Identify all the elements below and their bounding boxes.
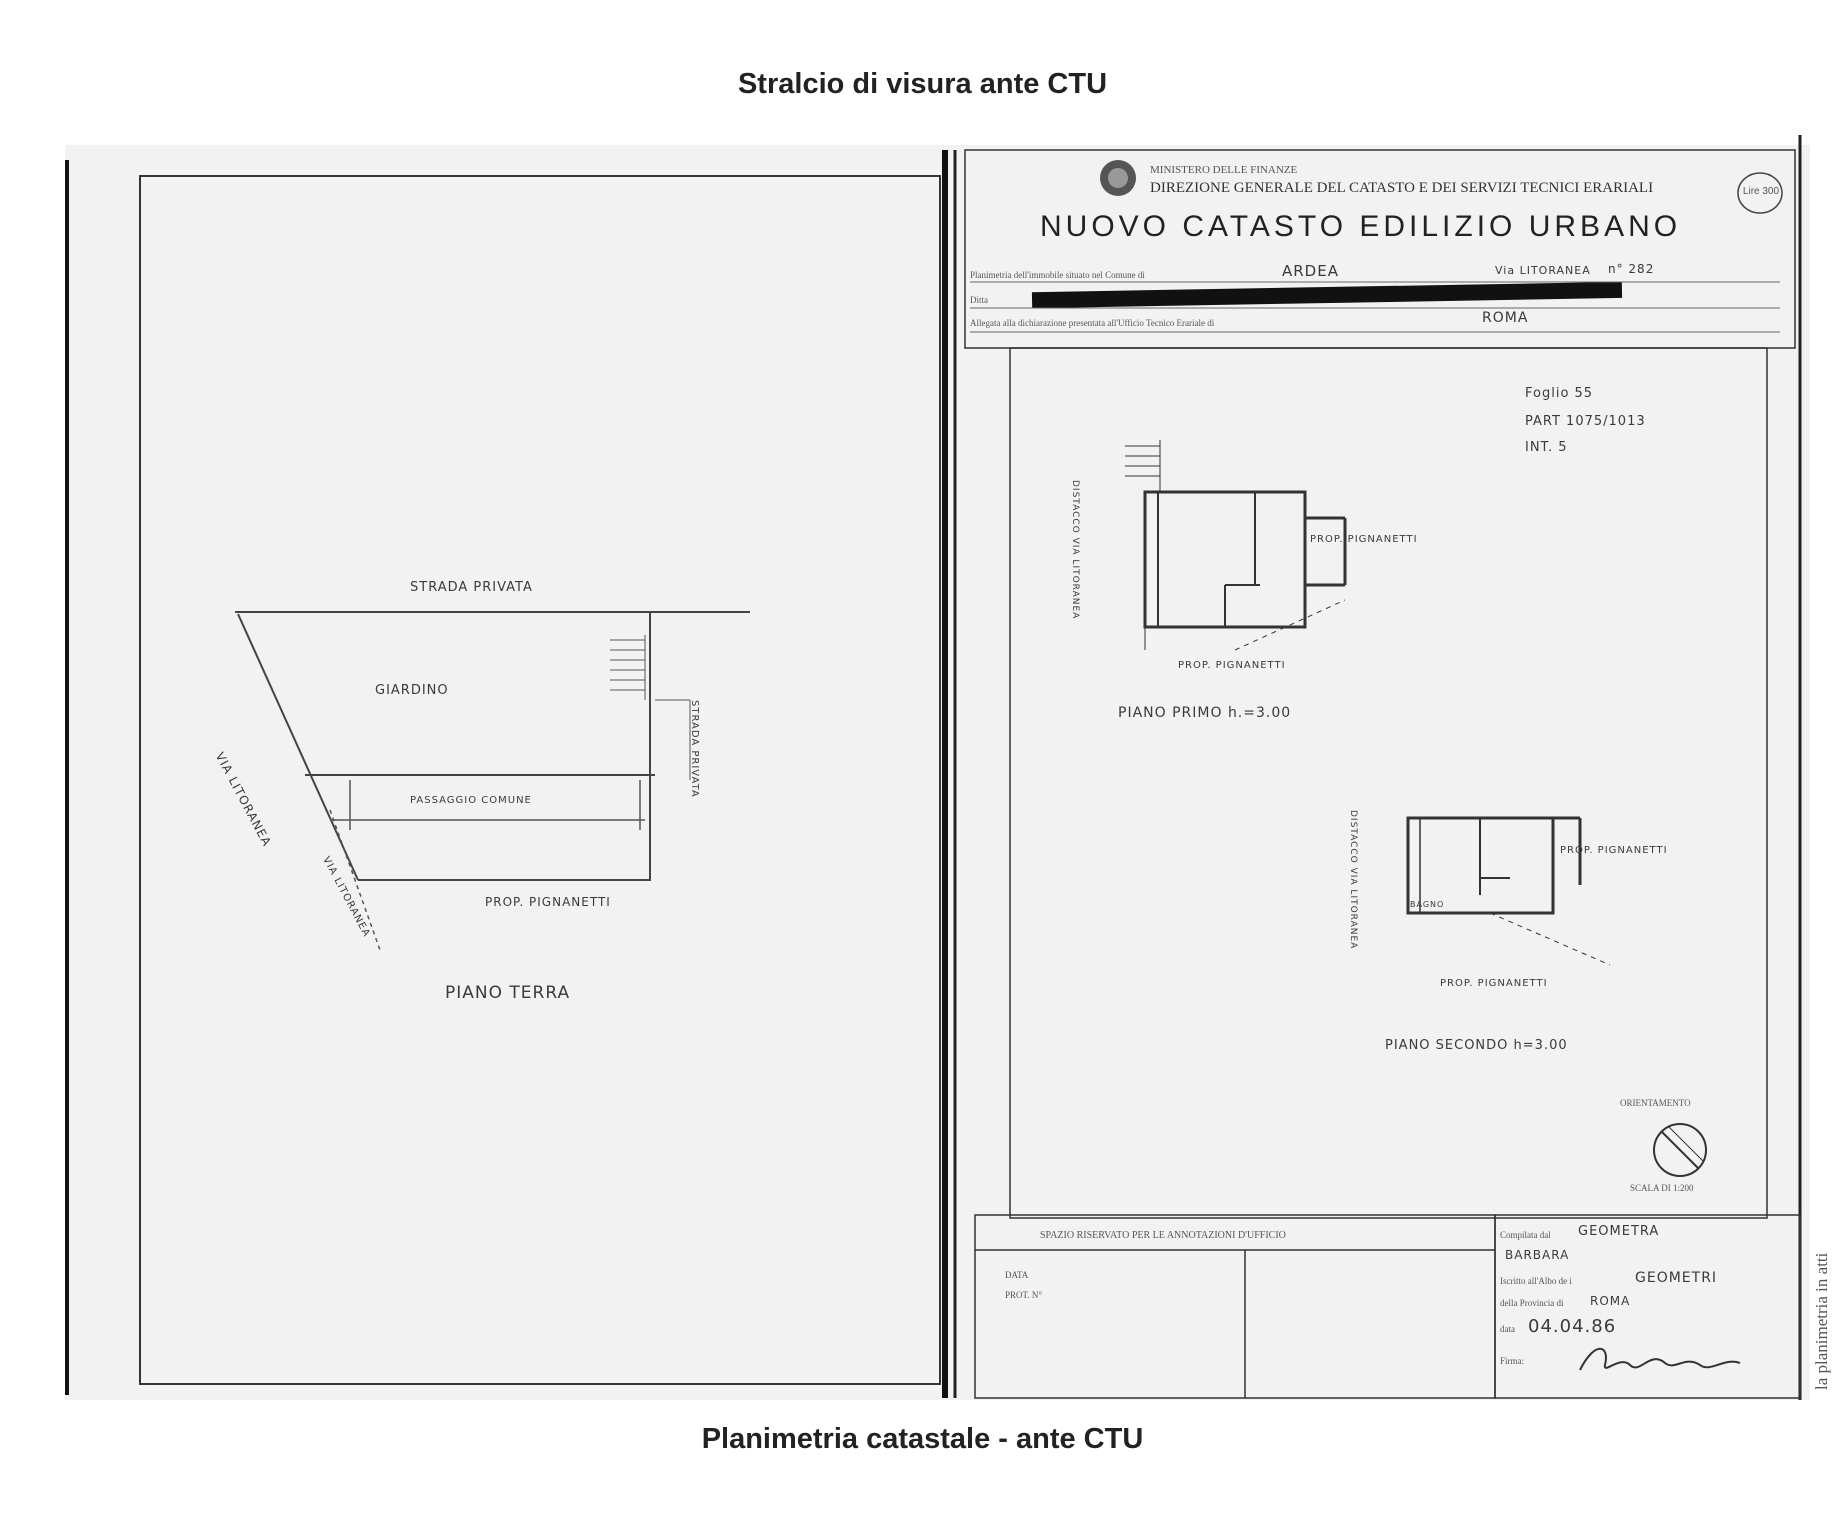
compiled-label: Compilata dal [1500, 1230, 1551, 1240]
office-box-title: SPAZIO RISERVATO PER LE ANNOTAZIONI D'UF… [1040, 1230, 1286, 1241]
side-note: la planimetria in atti [1812, 1252, 1831, 1390]
prot-label: PROT. N° [1005, 1290, 1042, 1300]
registered-label: Iscritto all'Albo de i [1500, 1276, 1572, 1286]
upper-neighbor-right: PROP. PIGNANETTI [1310, 534, 1418, 545]
province-label: della Provincia di [1500, 1298, 1564, 1308]
scanned-plan [65, 145, 1810, 1400]
compiled-value: GEOMETRA [1578, 1224, 1660, 1239]
part-label: PART 1075/1013 [1525, 414, 1646, 429]
caption-top: Stralcio di visura ante CTU [737, 68, 1108, 100]
scale-label: SCALA DI 1:200 [1630, 1183, 1694, 1193]
upper-street-label: DISTACCO VIA LITORANEA [1070, 480, 1080, 620]
signature-label: Firma: [1500, 1356, 1524, 1366]
date-label: data [1500, 1324, 1515, 1334]
int-label: INT. 5 [1525, 440, 1568, 455]
province-value: ROMA [1590, 1294, 1631, 1308]
foglio-label: Foglio 55 [1525, 386, 1594, 401]
lower-street-label: DISTACCO VIA LITORANEA [1348, 810, 1358, 950]
orientation-label: ORIENTAMENTO [1620, 1098, 1691, 1108]
registered-value: GEOMETRI [1635, 1270, 1718, 1286]
row1-right: Via LITORANEA [1495, 264, 1591, 277]
header-direction: DIREZIONE GENERALE DEL CATASTO E DEI SER… [1150, 180, 1654, 196]
row1-value: ARDEA [1282, 262, 1339, 280]
data-label: DATA [1005, 1270, 1029, 1280]
floor-label-ground: PIANO TERRA [445, 983, 571, 1003]
row3-value: ROMA [1482, 310, 1529, 326]
signature-image [1579, 1347, 1741, 1371]
lower-neighbor-bottom: PROP. PIGNANETTI [1440, 978, 1548, 989]
compiler-name: BARBARA [1505, 1248, 1570, 1262]
row1-label: Planimetria dell'immobile situato nel Co… [970, 270, 1145, 280]
header-badge: Lire 300 [1742, 186, 1780, 197]
upper-neighbor-bottom: PROP. PIGNANETTI [1178, 660, 1286, 671]
row3-label: Allegata alla dichiarazione presentata a… [970, 318, 1215, 328]
label-passage: PASSAGGIO COMUNE [410, 795, 532, 806]
lower-room-label: BAGNO [1410, 900, 1445, 909]
floor-label-second: PIANO SECONDO h=3.00 [1385, 1038, 1568, 1053]
label-road-top: STRADA PRIVATA [410, 580, 533, 595]
row2-label: Ditta [970, 295, 988, 305]
label-neighbor-right: STRADA PRIVATA [689, 700, 700, 798]
label-neighbor-bottom: PROP. PIGNANETTI [485, 895, 611, 909]
document-title: NUOVO CATASTO EDILIZIO URBANO [1040, 210, 1682, 243]
date-value: 04.04.86 [1528, 1316, 1617, 1337]
label-garden: GIARDINO [375, 683, 449, 698]
header-ministry: MINISTERO DELLE FINANZE [1150, 164, 1298, 176]
caption-bottom: Planimetria catastale - ante CTU [701, 1423, 1144, 1455]
floor-label-first: PIANO PRIMO h.=3.00 [1118, 705, 1292, 721]
row1-number: n° 282 [1608, 262, 1655, 276]
lower-neighbor-right: PROP. PIGNANETTI [1560, 845, 1668, 856]
